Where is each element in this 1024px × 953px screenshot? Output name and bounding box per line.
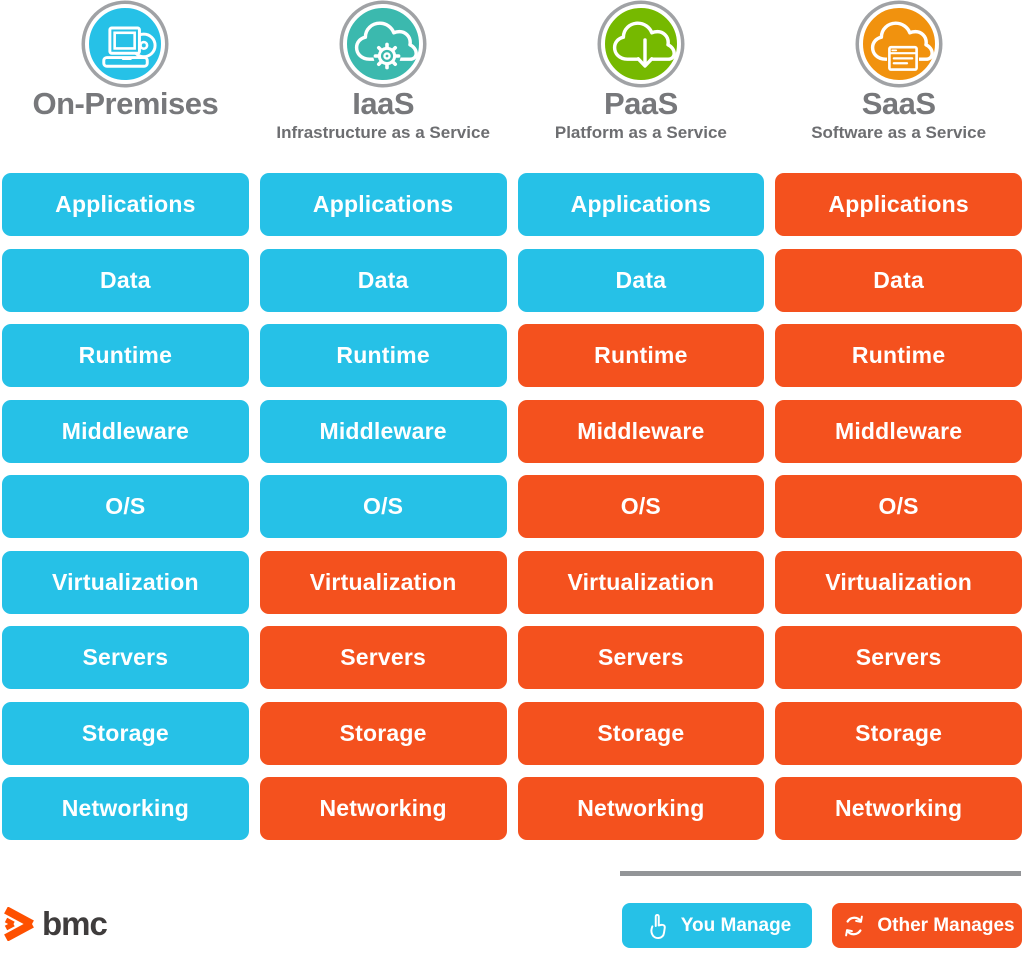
layer-cell-on-premises-data: Data bbox=[2, 248, 249, 312]
layer-cell-on-premises-runtime: Runtime bbox=[2, 324, 249, 387]
bmc-chevrons-icon bbox=[4, 907, 34, 941]
layer-cell-saas-servers: Servers bbox=[775, 626, 1022, 689]
service-model-column-iaas: IaaS Infrastructure as a Service Applica… bbox=[259, 0, 507, 840]
layer-cell-paas-o-s: O/S bbox=[517, 475, 765, 538]
layer-cell-paas-virtualization: Virtualization bbox=[517, 550, 765, 614]
layer-cell-on-premises-storage: Storage bbox=[2, 701, 249, 765]
layer-cell-iaas-data: Data bbox=[259, 248, 507, 312]
layer-cell-paas-applications: Applications bbox=[517, 173, 765, 236]
column-header: PaaS Platform as a Service bbox=[518, 0, 765, 173]
column-header: On-Premises bbox=[2, 0, 249, 173]
icon-badge bbox=[600, 4, 681, 84]
layer-cell-saas-runtime: Runtime bbox=[775, 324, 1022, 387]
icon-badge bbox=[85, 4, 166, 84]
you-manage-label: You Manage bbox=[680, 914, 792, 936]
cloud-app-window-icon bbox=[870, 21, 934, 72]
layer-cell-paas-data: Data bbox=[517, 248, 765, 312]
layer-cell-paas-storage: Storage bbox=[517, 701, 765, 765]
legend-divider bbox=[620, 871, 1021, 876]
layer-cell-saas-o-s: O/S bbox=[775, 475, 1022, 538]
refresh-arrows-icon bbox=[845, 915, 864, 936]
bmc-logo: bmc bbox=[3, 902, 108, 946]
column-title: PaaS bbox=[603, 86, 678, 121]
hand-pointer-icon bbox=[650, 913, 666, 939]
layer-cell-saas-storage: Storage bbox=[775, 701, 1022, 765]
layer-cell-paas-networking: Networking bbox=[517, 777, 765, 840]
column-subtitle: Software as a Service bbox=[811, 123, 987, 142]
layer-cell-saas-data: Data bbox=[775, 248, 1022, 312]
layer-cell-saas-networking: Networking bbox=[775, 777, 1022, 840]
cloud-gear-icon bbox=[355, 21, 419, 70]
column-title: IaaS bbox=[352, 86, 415, 121]
layer-cell-saas-virtualization: Virtualization bbox=[775, 550, 1022, 614]
layer-cell-paas-servers: Servers bbox=[517, 626, 765, 689]
icon-badge bbox=[343, 4, 424, 84]
layer-cell-saas-middleware: Middleware bbox=[775, 399, 1022, 463]
layer-cell-iaas-runtime: Runtime bbox=[259, 324, 507, 387]
layer-cell-paas-runtime: Runtime bbox=[517, 324, 765, 387]
layer-cell-paas-middleware: Middleware bbox=[517, 399, 765, 463]
layer-cell-on-premises-networking: Networking bbox=[2, 777, 249, 840]
column-title: SaaS bbox=[861, 86, 936, 121]
column-title: On-Premises bbox=[32, 86, 219, 121]
laptop-disc-icon bbox=[102, 26, 157, 68]
layer-cell-iaas-middleware: Middleware bbox=[259, 399, 507, 463]
layer-cell-on-premises-servers: Servers bbox=[2, 626, 249, 689]
bmc-logo-text: bmc bbox=[42, 905, 108, 942]
layer-cell-on-premises-virtualization: Virtualization bbox=[2, 550, 249, 614]
layer-cell-on-premises-applications: Applications bbox=[2, 173, 249, 236]
layer-cell-iaas-o-s: O/S bbox=[259, 475, 507, 538]
layer-cell-iaas-servers: Servers bbox=[259, 626, 507, 689]
other-manages-label: Other Manages bbox=[877, 914, 1015, 936]
column-subtitle: Infrastructure as a Service bbox=[276, 123, 490, 142]
layer-cell-iaas-virtualization: Virtualization bbox=[259, 550, 507, 614]
column-subtitle: Platform as a Service bbox=[554, 123, 727, 142]
you-manage-legend-badge: You Manage bbox=[622, 903, 812, 948]
icon-badge bbox=[858, 4, 939, 84]
column-header: SaaS Software as a Service bbox=[775, 0, 1022, 173]
layer-cell-iaas-storage: Storage bbox=[259, 701, 507, 765]
cloud-download-icon bbox=[612, 21, 676, 72]
layer-cell-iaas-applications: Applications bbox=[259, 173, 507, 236]
layer-cell-iaas-networking: Networking bbox=[259, 777, 507, 840]
layer-cell-saas-applications: Applications bbox=[775, 173, 1022, 236]
layer-cell-on-premises-o-s: O/S bbox=[2, 475, 249, 538]
column-header: IaaS Infrastructure as a Service bbox=[260, 0, 507, 173]
other-manages-legend-badge: Other Manages bbox=[832, 903, 1022, 948]
layer-cell-on-premises-middleware: Middleware bbox=[2, 399, 249, 463]
